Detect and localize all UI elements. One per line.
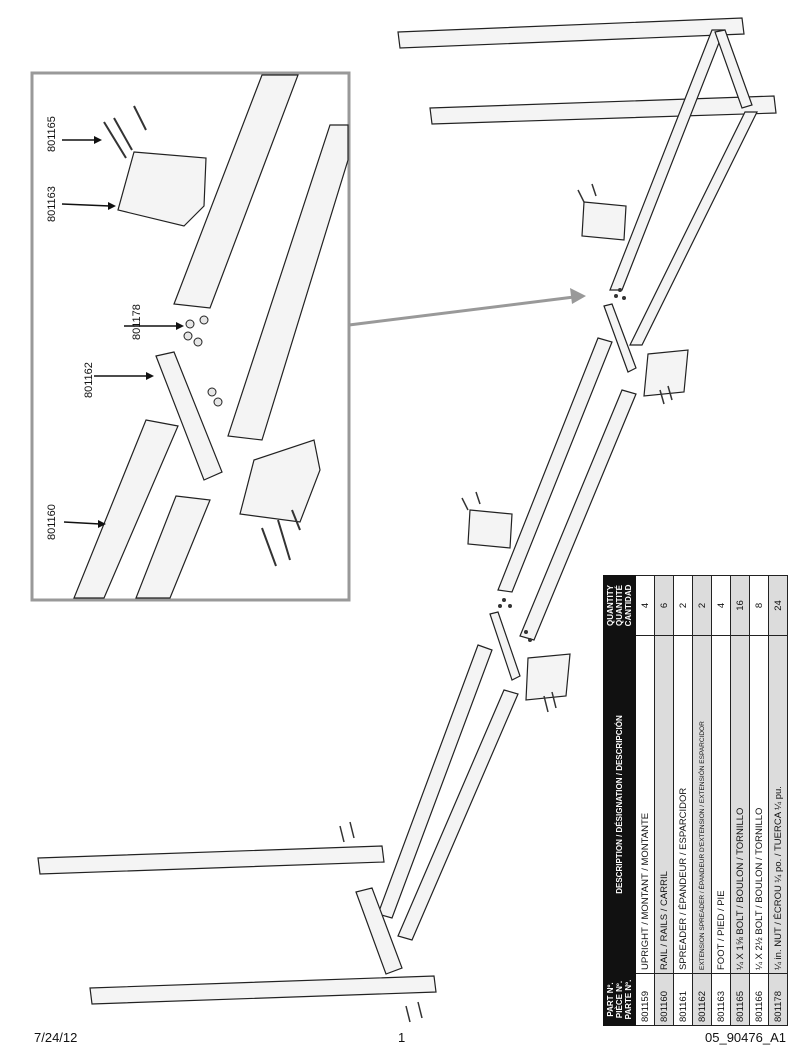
- table-row: 801160 RAIL / RAILS / CARRIL 6: [654, 575, 674, 1026]
- rail-mid-b: [519, 389, 637, 641]
- header-part-number: PART Nº. PIÈCE Nº. PARTE Nº.: [603, 973, 636, 1026]
- quantity-cell: 6: [654, 575, 674, 636]
- callout-bolt-label: 801165: [46, 116, 58, 152]
- quantity-cell: 2: [692, 575, 712, 636]
- upright-top-a: [397, 17, 745, 49]
- inset-bolt-6: [291, 509, 301, 531]
- inset-foot-bottom: [239, 439, 321, 523]
- rail-top-a: [609, 29, 725, 291]
- extension-spreader-upper: [603, 303, 637, 373]
- table-row: 801178 ¼ in. NUT / ÉCROU ¼ po. / TUERCA …: [768, 575, 788, 1026]
- part-number-cell: 801159: [635, 973, 655, 1026]
- rail-low-b: [397, 689, 519, 941]
- part-number-cell: 801178: [768, 973, 788, 1026]
- rail-mid-a: [497, 337, 613, 593]
- parts-table-header: PART Nº. PIÈCE Nº. PARTE Nº. DESCRIPTION…: [603, 575, 636, 1026]
- inset-rail-d: [135, 495, 211, 599]
- quantity-cell: 8: [749, 575, 769, 636]
- footer-document-code: 05_90476_A1: [705, 1030, 786, 1045]
- rail-top-b: [629, 111, 758, 346]
- description-cell: UPRIGHT / MONTANT / MONTANTE: [635, 635, 655, 974]
- inset-bolt-1: [133, 105, 147, 131]
- parts-list: PART Nº. PIÈCE Nº. PARTE Nº. DESCRIPTION…: [603, 566, 788, 1026]
- rail-low-a: [377, 644, 493, 919]
- part-number-cell: 801162: [692, 973, 712, 1026]
- foot-mid-right: [643, 349, 689, 397]
- table-row: 801159 UPRIGHT / MONTANT / MONTANTE 4: [635, 575, 655, 1026]
- detail-pointer-arrow: [348, 295, 575, 327]
- inset-rail-a: [173, 74, 299, 309]
- inset-bolt-3: [113, 117, 133, 151]
- inset-foot-top: [117, 151, 207, 227]
- upright-bottom-a: [37, 845, 385, 875]
- description-cell: EXTENSION SPREADER / ÉPANDEUR D'EXTENSIO…: [692, 635, 712, 974]
- description-cell: RAIL / RAILS / CARRIL: [654, 635, 674, 974]
- description-cell: FOOT / PIED / PIE: [711, 635, 731, 974]
- description-cell: ¼ in. NUT / ÉCROU ¼ po. / TUERCA ¼ pu.: [768, 635, 788, 974]
- inset-rail-c: [73, 419, 179, 599]
- top-spreader: [714, 29, 753, 109]
- part-number-cell: 801165: [730, 973, 750, 1026]
- quantity-cell: 2: [673, 575, 693, 636]
- description-cell: ¼ X 1⅝ BOLT / BOULON / TORNILLO: [730, 635, 750, 974]
- header-quantity: QUANTITY QUANTITÉ CANTIDAD: [603, 575, 636, 636]
- inset-bolt-2: [103, 121, 127, 159]
- inset-bolt-5: [277, 519, 291, 561]
- quantity-cell: 4: [635, 575, 655, 636]
- callout-spreader-label: 801162: [83, 362, 95, 398]
- inset-rail-b: [227, 124, 349, 441]
- table-row: 801163 FOOT / PIED / PIE 4: [711, 575, 731, 1026]
- inset-nuts: [183, 315, 223, 407]
- table-row: 801162 EXTENSION SPREADER / ÉPANDEUR D'E…: [692, 575, 712, 1026]
- callout-rail-label: 801160: [46, 504, 58, 540]
- upright-bottom-b: [89, 975, 437, 1005]
- part-number-cell: 801166: [749, 973, 769, 1026]
- description-cell: SPREADER / ÉPANDEUR / ESPARCIDOR: [673, 635, 693, 974]
- footer-date: 7/24/12: [34, 1030, 78, 1045]
- callout-nut-label: 801178: [131, 304, 143, 340]
- inset-spreader: [155, 351, 223, 481]
- foot-low: [525, 653, 571, 701]
- callout-foot-label: 801163: [46, 186, 58, 222]
- part-number-cell: 801163: [711, 973, 731, 1026]
- foot-top: [581, 201, 627, 241]
- description-cell: ¼ X 2½ BOLT / BOULON / TORNILLO: [749, 635, 769, 974]
- quantity-cell: 4: [711, 575, 731, 636]
- parts-table: PART Nº. PIÈCE Nº. PARTE Nº. DESCRIPTION…: [603, 575, 788, 1026]
- bottom-spreader: [355, 887, 403, 975]
- table-row: 801161 SPREADER / ÉPANDEUR / ESPARCIDOR …: [673, 575, 693, 1026]
- quantity-cell: 16: [730, 575, 750, 636]
- upright-top-b: [429, 95, 777, 125]
- part-number-cell: 801160: [654, 973, 674, 1026]
- part-number-cell: 801161: [673, 973, 693, 1026]
- header-description: DESCRIPTION / DÉSIGNATION / DESCRIPCIÓN: [603, 635, 636, 974]
- table-row: 801166 ¼ X 2½ BOLT / BOULON / TORNILLO 8: [749, 575, 769, 1026]
- foot-mid-left: [467, 509, 513, 549]
- extension-spreader-lower: [489, 611, 521, 681]
- inset-bolt-4: [261, 527, 277, 567]
- table-row: 801165 ¼ X 1⅝ BOLT / BOULON / TORNILLO 1…: [730, 575, 750, 1026]
- quantity-cell: 24: [768, 575, 788, 636]
- footer-page-number: 1: [398, 1030, 406, 1045]
